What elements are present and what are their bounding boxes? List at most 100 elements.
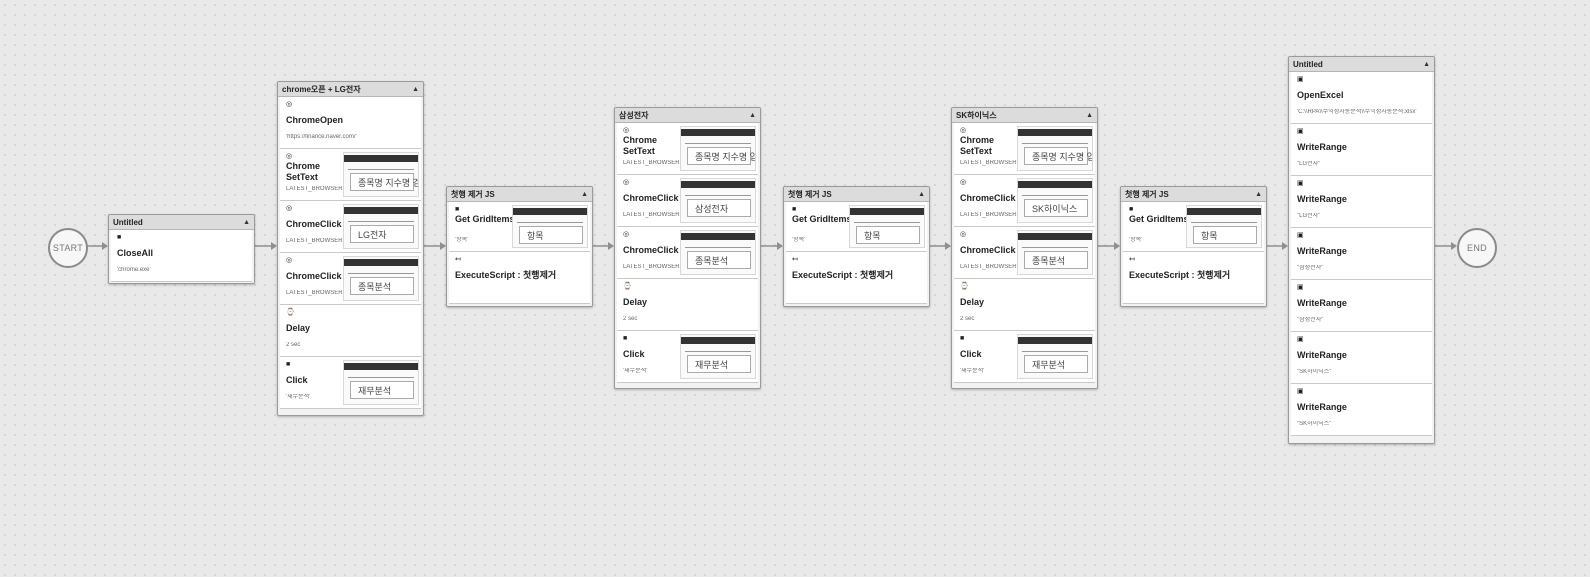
window-icon: ■	[623, 335, 628, 342]
chrome-icon: ◎	[960, 231, 967, 238]
activity-param: "SK하이닉스"	[1297, 421, 1332, 427]
group-1[interactable]: Untitled▲■CloseAll'chrome.exe'	[108, 214, 255, 284]
start-node[interactable]: START	[48, 228, 88, 268]
activity-param: LATEST_BROWSER	[960, 160, 1017, 166]
collapse-icon[interactable]: ▲	[1086, 111, 1093, 119]
collapse-icon[interactable]: ▲	[918, 190, 925, 198]
group-header[interactable]: chrome오픈 + LG전자 ▲	[278, 82, 423, 97]
group-title: 삼성전자	[619, 110, 649, 120]
activity-name: ChromeClick	[960, 193, 1016, 203]
collapse-icon[interactable]: ▲	[581, 190, 588, 198]
activity-name: WriteRange	[1297, 142, 1347, 152]
element-screenshot-thumbnail: 재무분석	[680, 334, 756, 379]
excel-icon: ▣	[1297, 336, 1304, 343]
activity-get-griditems[interactable]: ■Get GridItems'항목'항목	[1123, 202, 1264, 252]
group-8[interactable]: Untitled ▲ ▣OpenExcel'C:\\RPA\\수익성자동분석\\수익…	[1288, 56, 1435, 444]
activity-executescript-[interactable]: ↤ExecuteScript : 첫행제거	[786, 252, 927, 304]
script-icon: ↤	[1129, 256, 1135, 263]
group-header[interactable]: Untitled▲	[109, 215, 254, 230]
group-header[interactable]: 삼성전자 ▲	[615, 108, 760, 123]
element-screenshot-thumbnail: 항목	[512, 205, 588, 248]
activity-param: LATEST_BROWSER	[623, 212, 680, 218]
window-icon: ■	[455, 206, 460, 213]
group-2[interactable]: chrome오픈 + LG전자 ▲ ◎ChromeOpen'https://fina…	[277, 81, 424, 416]
activity-param: '항목'	[792, 237, 806, 243]
activity-param: 2 sec	[286, 342, 301, 348]
activity-get-griditems[interactable]: ■Get GridItems'항목'항목	[786, 202, 927, 252]
chrome-icon: ◎	[623, 231, 630, 238]
collapse-icon[interactable]: ▲	[412, 85, 419, 93]
activity-param: "LG전자"	[1297, 213, 1321, 219]
window-icon: ■	[792, 206, 797, 213]
end-node[interactable]: END	[1457, 228, 1497, 268]
group-header[interactable]: Untitled ▲	[1289, 57, 1434, 72]
connector-arrow	[608, 242, 614, 250]
activity-openexcel[interactable]: ▣OpenExcel'C:\\RPA\\수익성자동분석\\수익성자동분석.xls…	[1291, 72, 1432, 124]
activity-writerange[interactable]: ▣WriteRange"SK하이닉스"	[1291, 332, 1432, 384]
group-7[interactable]: 첫행 제거 JS▲■Get GridItems'항목'항목↤ExecuteScr…	[1120, 186, 1267, 307]
activity-closeall[interactable]: ■CloseAll'chrome.exe'	[111, 230, 252, 282]
group-title: chrome오픈 + LG전자	[282, 84, 361, 94]
activity-executescript-[interactable]: ↤ExecuteScript : 첫행제거	[449, 252, 590, 304]
element-screenshot-thumbnail: LG전자	[343, 204, 419, 249]
group-3[interactable]: 첫행 제거 JS ▲ ■Get GridItems'항목'항목↤ExecuteScr…	[446, 186, 593, 307]
thumbnail-caption: 종목명 지수명 입	[695, 152, 756, 162]
activity-param: '항목'	[1129, 237, 1143, 243]
group-title: 첫행 제거 JS	[451, 189, 495, 199]
activity-writerange[interactable]: ▣WriteRange"LG전자"	[1291, 124, 1432, 176]
activity-writerange[interactable]: ▣WriteRange"삼성전자"	[1291, 280, 1432, 332]
group-title: Untitled	[1293, 59, 1323, 69]
activity-click[interactable]: ■Click'재무분석'재무분석	[617, 331, 758, 383]
delay-icon: ⌚	[286, 309, 295, 316]
collapse-icon[interactable]: ▲	[243, 218, 250, 226]
group-header[interactable]: 첫행 제거 JS ▲	[447, 187, 592, 202]
group-header[interactable]: 첫행 제거 JS▲	[1121, 187, 1266, 202]
element-screenshot-thumbnail: 종목분석	[680, 230, 756, 275]
activity-click[interactable]: ■Click'재무분석'재무분석	[280, 357, 421, 409]
activity-get-griditems[interactable]: ■Get GridItems'항목'항목	[449, 202, 590, 252]
activity-param: 'C:\\RPA\\수익성자동분석\\수익성자동분석.xlsx'	[1297, 109, 1417, 115]
connector-arrow	[271, 242, 277, 250]
activity-param: 2 sec	[960, 316, 975, 322]
connector-arrow	[1114, 242, 1120, 250]
activity-writerange[interactable]: ▣WriteRange"삼성전자"	[1291, 228, 1432, 280]
activity-name: ChromeClick	[623, 245, 679, 255]
activity-executescript-[interactable]: ↤ExecuteScript : 첫행제거	[1123, 252, 1264, 304]
thumbnail-caption: 종목명 지수명 검색	[358, 178, 418, 188]
collapse-icon[interactable]: ▲	[1423, 60, 1430, 68]
thumbnail-caption: 재무분석	[1032, 360, 1066, 370]
connector-arrow	[1282, 242, 1288, 250]
collapse-icon[interactable]: ▲	[749, 111, 756, 119]
activity-writerange[interactable]: ▣WriteRange"SK하이닉스"	[1291, 384, 1432, 436]
activity-chromeopen[interactable]: ◎ChromeOpen'https://finance.naver.com/'	[280, 97, 421, 149]
group-header[interactable]: 첫행 제거 JS▲	[784, 187, 929, 202]
group-header[interactable]: SK하이닉스▲	[952, 108, 1097, 123]
delay-icon: ⌚	[960, 283, 969, 290]
activity-name: Chrome SetText	[960, 135, 995, 156]
group-5[interactable]: 첫행 제거 JS▲■Get GridItems'항목'항목↤ExecuteScr…	[783, 186, 930, 307]
activity-click[interactable]: ■Click'재무분석'재무분석	[954, 331, 1095, 383]
element-screenshot-thumbnail: 항목	[849, 205, 925, 248]
activity-param: '재무분석'	[623, 368, 648, 374]
collapse-icon[interactable]: ▲	[1255, 190, 1262, 198]
activity-name: ChromeClick	[286, 219, 342, 229]
chrome-icon: ◎	[286, 101, 293, 108]
activity-name: ChromeClick	[286, 271, 342, 281]
activity-writerange[interactable]: ▣WriteRange"LG전자"	[1291, 176, 1432, 228]
